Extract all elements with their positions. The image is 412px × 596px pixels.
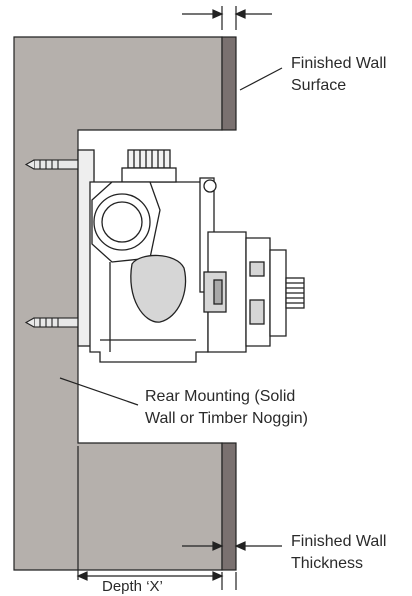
- label-finished-wall-thickness-line2: Thickness: [291, 555, 364, 572]
- label-finished-wall-surface-line2: Surface: [291, 77, 347, 94]
- top-dimension-arrows: [182, 6, 272, 30]
- label-rear-mounting-line1: Rear Mounting (Solid: [145, 388, 296, 405]
- label-rear-mounting-line2: Wall or Timber Noggin): [145, 410, 309, 427]
- leader-rear-mounting: [59, 377, 139, 406]
- label-depth-x: Depth ‘X’: [102, 578, 163, 595]
- label-finished-wall-surface-line1: Finished Wall: [291, 55, 387, 72]
- bottom-dimension-lines: [76, 446, 282, 590]
- leader-wall-surface: [239, 67, 283, 91]
- finished-surface-top: [221, 36, 237, 131]
- label-finished-wall-thickness-line1: Finished Wall: [291, 533, 387, 550]
- valve-body: [77, 149, 305, 363]
- finished-surface-bottom: [221, 442, 237, 571]
